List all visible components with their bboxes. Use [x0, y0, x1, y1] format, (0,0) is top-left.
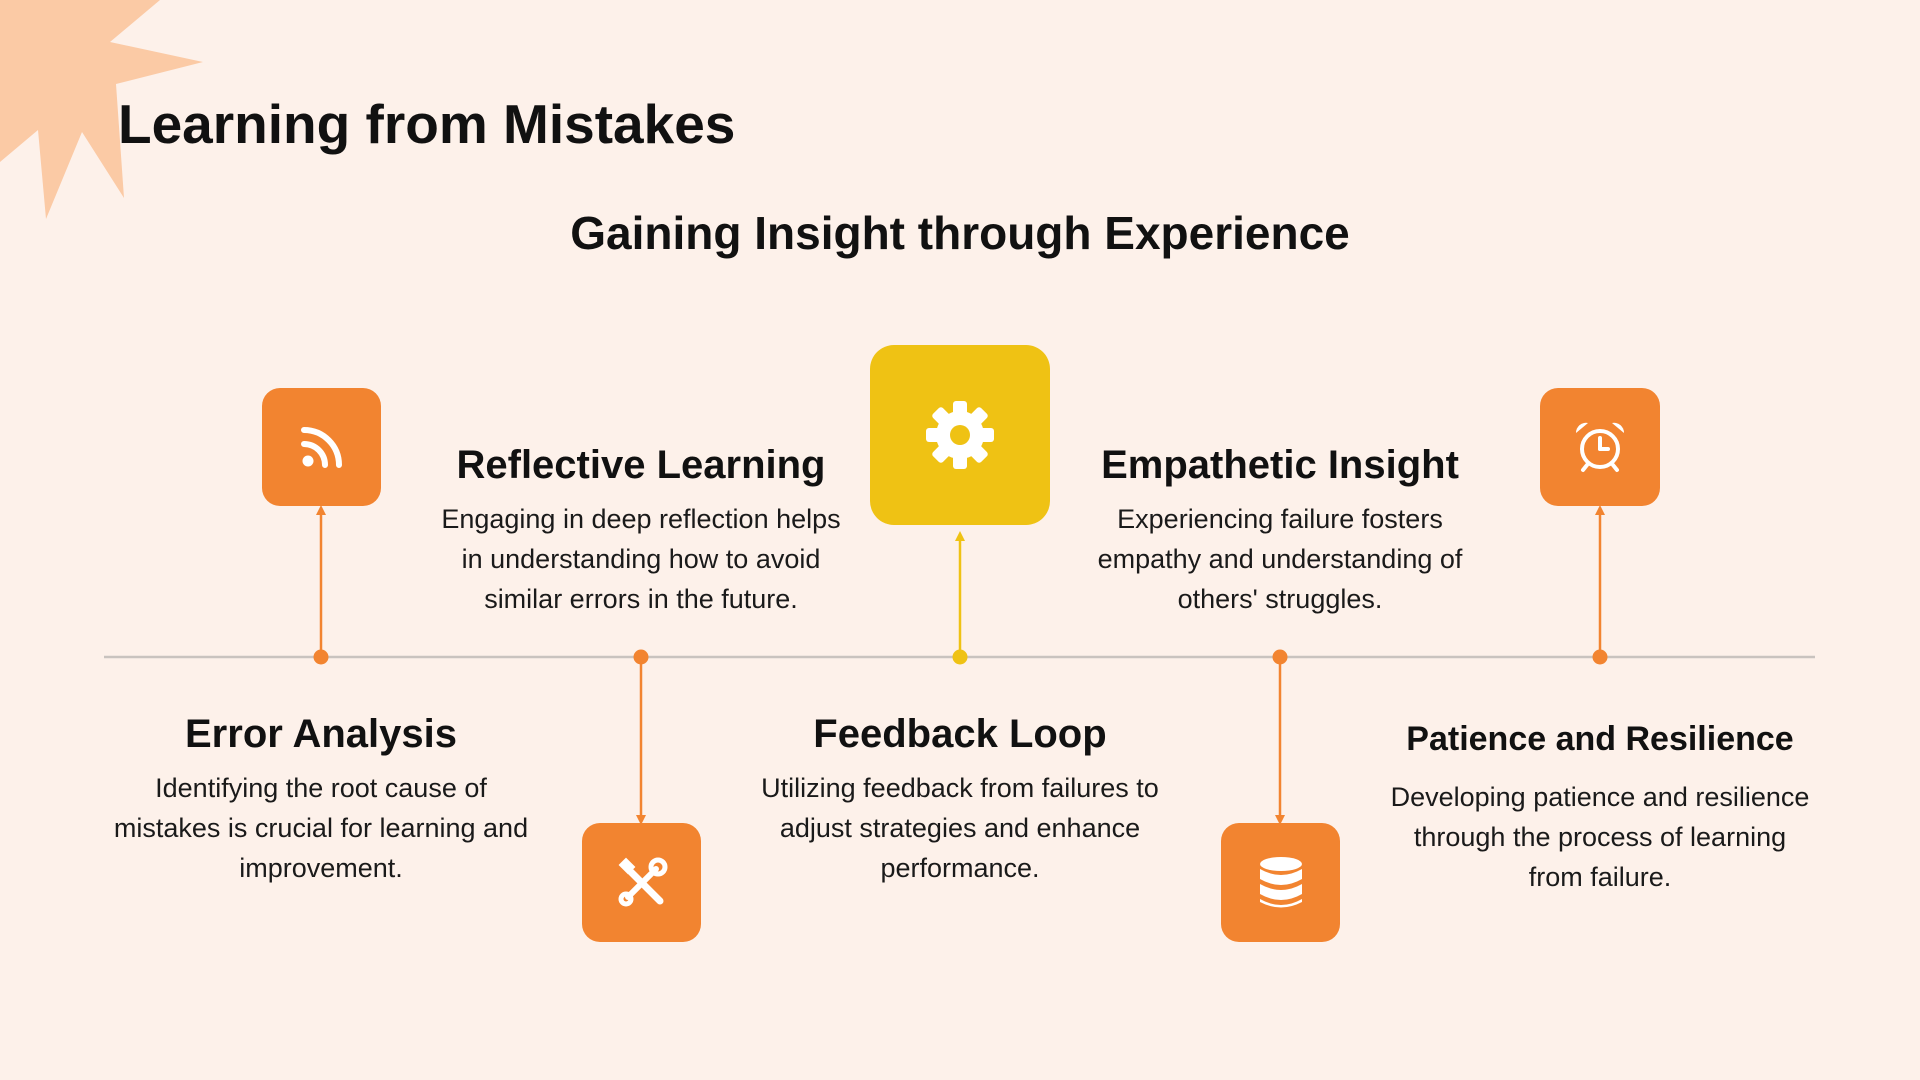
timeline-dot-reflective-learning: [633, 649, 649, 665]
step-feedback-loop: Feedback Loop Utilizing feedback from fa…: [750, 710, 1170, 888]
database-icon: [1259, 856, 1302, 907]
step-patience-resilience: Patience and Resilience Developing patie…: [1390, 715, 1810, 897]
step-title: Error Analysis: [185, 712, 457, 756]
step-description: Engaging in deep reflection helps in und…: [441, 504, 841, 614]
step-icon-feedback-loop: [870, 345, 1050, 525]
step-description: Identifying the root cause of mistakes i…: [113, 773, 529, 883]
step-description: Experiencing failure fosters empathy and…: [1097, 504, 1463, 614]
rss-icon: [300, 427, 342, 468]
timeline-dot-error-analysis: [313, 649, 329, 665]
timeline-dot-feedback-loop: [952, 649, 968, 665]
page-subtitle: Gaining Insight through Experience: [570, 207, 1350, 259]
step-description: Utilizing feedback from failures to adju…: [761, 773, 1159, 883]
step-title: Feedback Loop: [813, 712, 1107, 756]
gear-icon: [926, 401, 994, 469]
page-title: Learning from Mistakes: [118, 93, 736, 155]
timeline-dot-patience-resilience: [1592, 649, 1608, 665]
tools-icon: [618, 857, 667, 906]
step-description: Developing patience and resilience throu…: [1390, 782, 1810, 892]
step-icon-empathetic-insight: [1221, 823, 1340, 942]
step-error-analysis: Error Analysis Identifying the root caus…: [111, 710, 531, 888]
step-icon-reflective-learning: [582, 823, 701, 942]
step-title: Empathetic Insight: [1101, 443, 1459, 487]
step-icon-patience-resilience: [1540, 388, 1660, 506]
starburst-decoration: [0, 0, 203, 219]
alarm-clock-icon: [1575, 422, 1625, 472]
step-title: Patience and Resilience: [1406, 720, 1794, 758]
step-empathetic-insight: Empathetic Insight Experiencing failure …: [1070, 441, 1490, 619]
step-reflective-learning: Reflective Learning Engaging in deep ref…: [431, 441, 851, 619]
timeline-dot-empathetic-insight: [1272, 649, 1288, 665]
starburst-shape: [0, 0, 203, 219]
step-title: Reflective Learning: [456, 443, 826, 487]
step-icon-error-analysis: [262, 388, 381, 506]
